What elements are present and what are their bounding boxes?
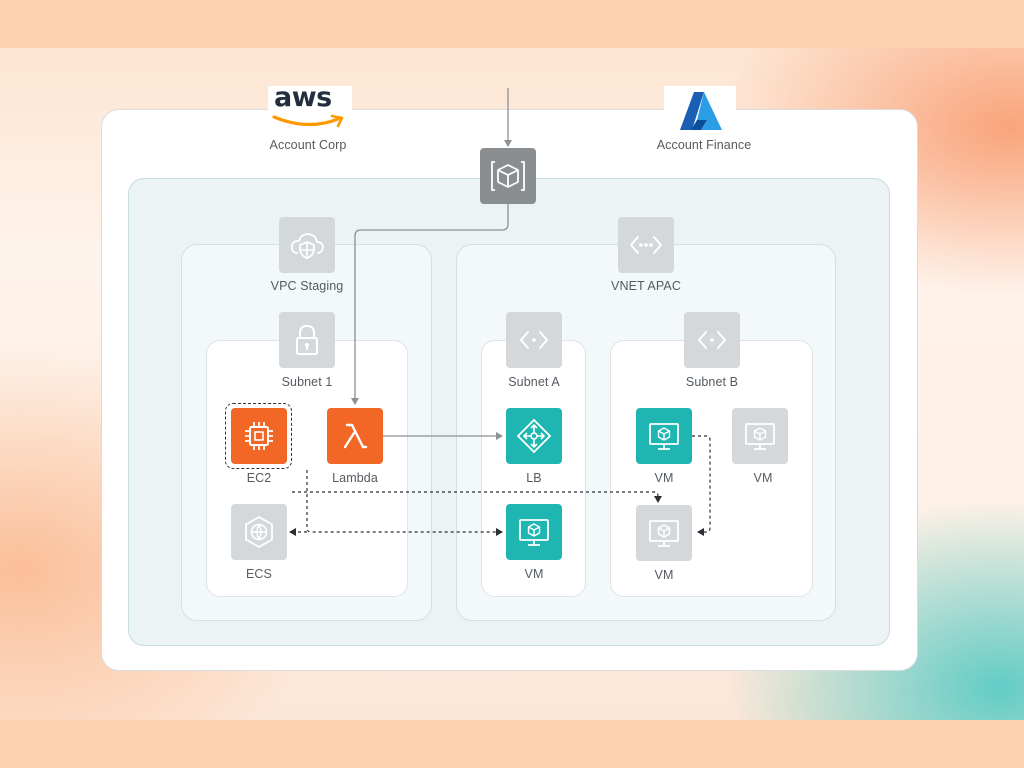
- vm-icon[interactable]: [732, 408, 788, 464]
- vm-icon[interactable]: [506, 504, 562, 560]
- chip-icon[interactable]: [231, 408, 287, 464]
- azure-account-label: Account Finance: [656, 138, 752, 152]
- vm-icon[interactable]: [636, 408, 692, 464]
- subnet-1-label: Subnet 1: [281, 375, 333, 389]
- aws-logo-text: aws: [274, 82, 332, 113]
- aws-logo: aws: [268, 82, 352, 134]
- aws-smile-icon: [272, 114, 344, 128]
- vm-b3-label: VM: [654, 568, 674, 582]
- diagram-canvas: aws Account Corp Account Finance VPC: [0, 48, 1024, 720]
- vnet-label: VNET APAC: [611, 279, 681, 293]
- lock-icon[interactable]: [279, 312, 335, 368]
- lambda-label: Lambda: [332, 471, 378, 485]
- cube-gateway-icon[interactable]: [480, 148, 536, 204]
- load-balancer-icon[interactable]: [506, 408, 562, 464]
- azure-logo-icon: [680, 92, 722, 130]
- vm-icon[interactable]: [636, 505, 692, 561]
- ec2-to-vm-b-connector: [292, 491, 662, 503]
- lb-label: LB: [526, 471, 542, 485]
- brackets-icon[interactable]: [506, 312, 562, 368]
- brackets-icon[interactable]: [684, 312, 740, 368]
- vm-b1-label: VM: [654, 471, 674, 485]
- vpc-label: VPC Staging: [270, 279, 344, 293]
- vm-subnet-a-label: VM: [524, 567, 544, 581]
- ecs-icon[interactable]: [231, 504, 287, 560]
- subnet-b-label: Subnet B: [685, 375, 739, 389]
- subnet-a-label: Subnet A: [508, 375, 560, 389]
- lambda-icon[interactable]: [327, 408, 383, 464]
- ec2-selection-outline: [225, 403, 292, 469]
- azure-logo-plate: [664, 86, 736, 134]
- ecs-label: ECS: [245, 567, 273, 581]
- vm-to-vm-connector: [692, 435, 711, 536]
- cloud-shield-icon[interactable]: [279, 217, 335, 273]
- network-brackets-icon[interactable]: [618, 217, 674, 273]
- vm-b2-label: VM: [753, 471, 773, 485]
- ec2-to-vm-connector: [306, 470, 503, 536]
- ec2-label: EC2: [246, 471, 272, 485]
- connector-lines: [289, 88, 711, 536]
- aws-account-label: Account Corp: [269, 138, 347, 152]
- gateway-to-lambda-connector: [351, 204, 509, 405]
